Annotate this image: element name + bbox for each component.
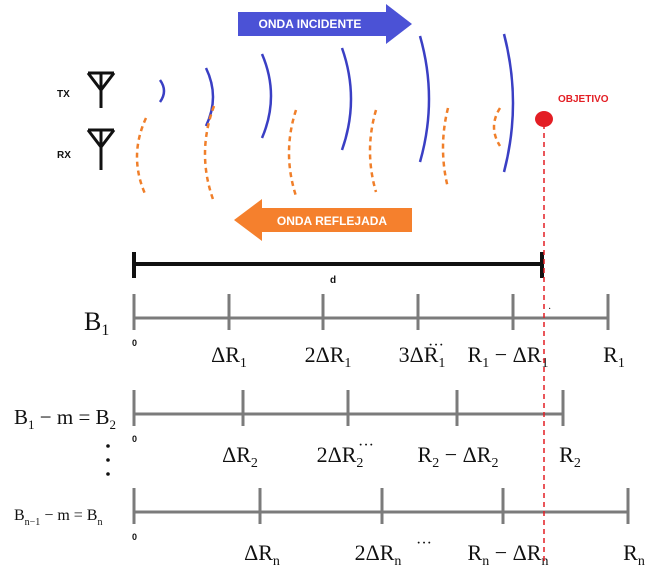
tick-label: ΔR1 [211,342,247,371]
tick-label: 2ΔR2 [317,442,364,471]
incident-wave-label: ONDA INCIDENTE [259,17,362,31]
row-label: Bn−1 − m = Bn [14,507,102,528]
tick-label: 2ΔRn [355,540,402,569]
ellipsis-label: ··· [416,535,432,552]
tick-label: ΔR2 [222,442,258,471]
tick-label: ΔRn [244,540,280,569]
target-label: OBJETIVO [558,94,609,105]
target: OBJETIVO [535,94,609,127]
incident-wavefront [158,79,166,103]
arrow-right-icon [238,4,412,44]
antenna-icon [86,128,116,170]
vertical-ellipsis [106,444,110,476]
zero-label: 0 [132,338,137,348]
reflected-wavefront [441,107,450,189]
tx-antenna: TX [57,71,116,108]
target-marker [535,111,553,127]
zero-label: 0 [132,434,137,444]
incident-wavefronts [158,33,515,173]
reflected-wavefront [135,117,148,197]
tick-label: R2 − ΔR2 [418,442,499,471]
ellipsis-dot [106,458,110,462]
tick-label: 2ΔR1 [305,342,352,371]
tx-label: TX [57,89,70,100]
rx-antenna: RX [57,128,116,170]
tick-label: R2 [559,442,581,471]
reflected-wave-label: ONDA REFLEJADA [277,214,388,228]
rx-label: RX [57,150,71,161]
row-label: B1 − m = B2 [14,405,116,432]
tick-label: Rn − ΔRn [468,540,549,569]
incident-wavefront [418,35,431,163]
antenna-icon [86,71,116,108]
reflected-wavefront [368,109,378,193]
incident-wave-arrow: ONDA INCIDENTE [238,4,412,44]
incident-wavefront [260,53,273,139]
tick-label: 3ΔR1 [399,342,446,371]
incident-wavefront [204,67,215,127]
incident-wavefront [340,47,353,151]
incident-wavefront [502,33,515,173]
reflected-wavefronts [135,105,502,203]
axis-bn: 0 Bn−1 − m = Bn ΔRn 2ΔRn Rn − ΔRn Rn ··· [14,488,645,569]
tick-label: Rn [623,540,645,569]
ellipsis-dot [106,444,110,448]
row-label: B1 [84,307,109,339]
ellipsis-label: ··· [358,437,374,454]
dot-mark: · [548,304,551,315]
distance-bar [132,252,544,278]
axis-b2: 0 B1 − m = B2 ΔR2 2ΔR2 R2 − ΔR2 R2 ··· [14,390,581,471]
tick-label: R1 − ΔR1 [468,342,549,371]
reflected-wavefront [287,109,298,197]
tick-label: R1 [603,342,625,371]
ellipsis-dot [106,472,110,476]
reflected-wavefront [203,105,216,203]
zero-label: 0 [132,532,137,542]
reflected-wavefront [492,107,502,147]
arrow-left-icon [234,199,412,241]
distance-label: d [330,275,336,286]
ellipsis-label: ··· [428,337,444,354]
reflected-wave-arrow: ONDA REFLEJADA [234,199,412,241]
